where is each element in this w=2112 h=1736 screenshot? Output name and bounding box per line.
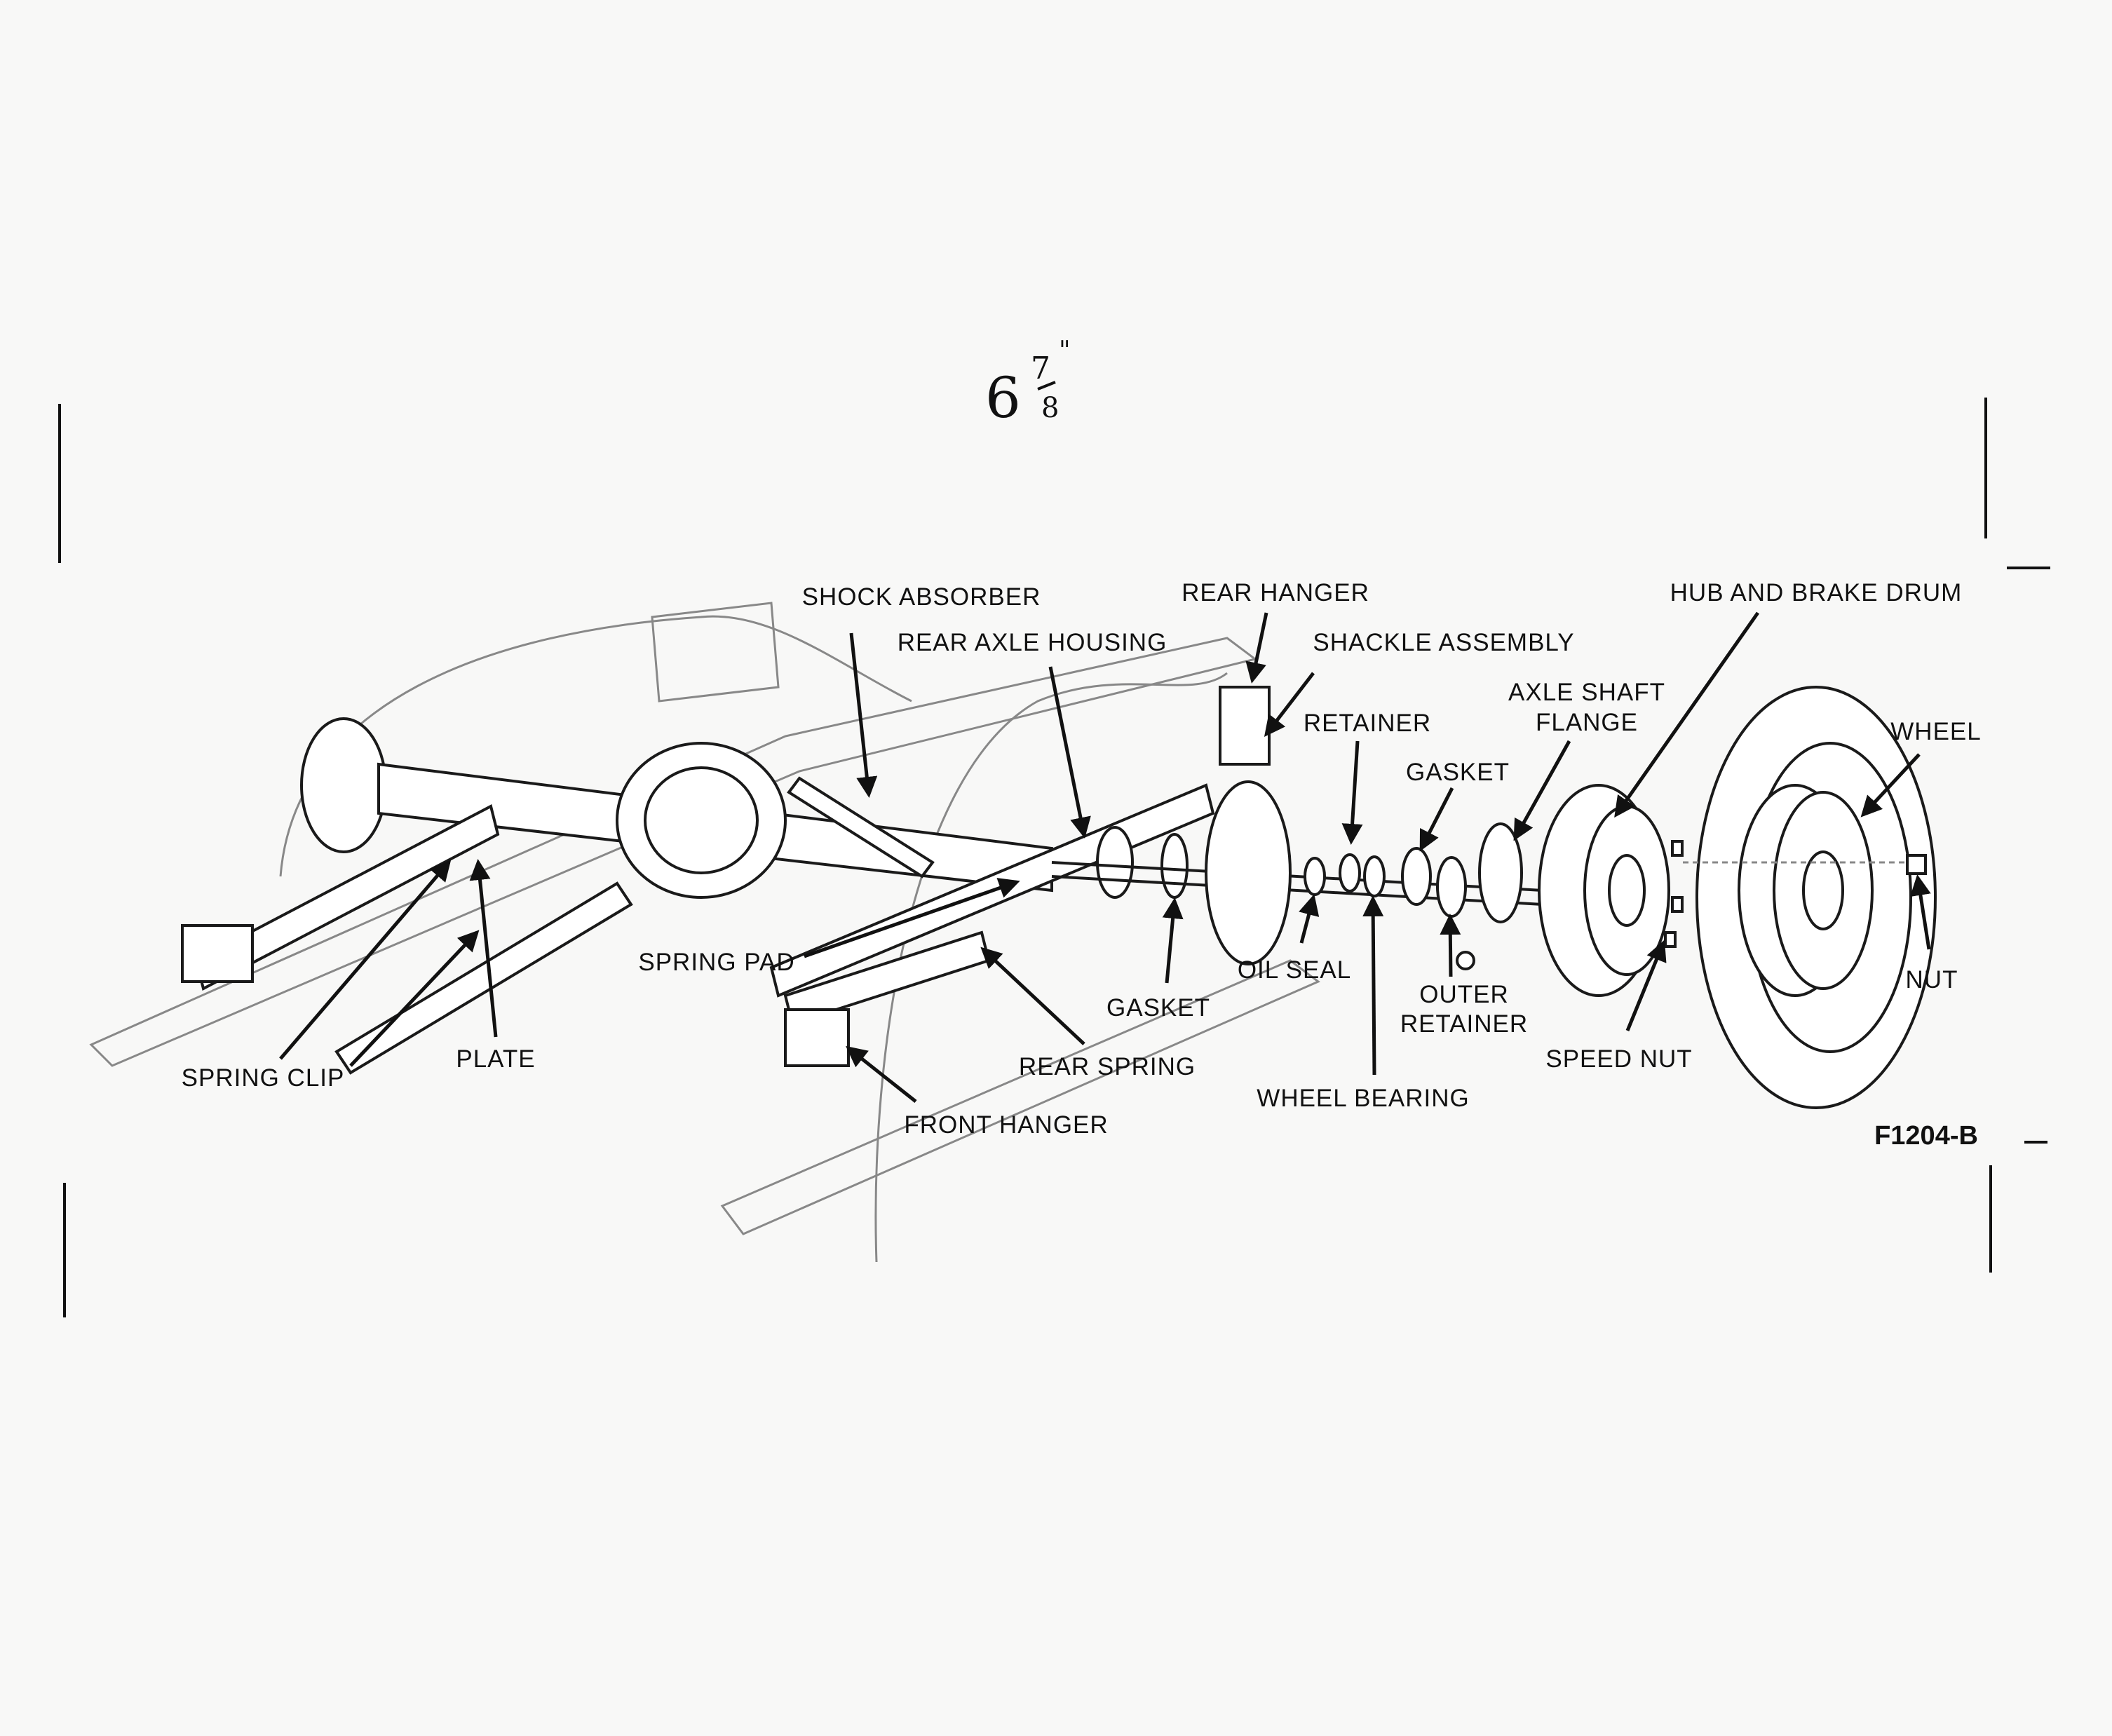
- label-shackle-assembly: SHACKLE ASSEMBLY: [1264, 629, 1574, 737]
- svg-text:6: 6: [985, 365, 1021, 430]
- label-hub-and-brake-drum: HUB AND BRAKE DRUM: [1614, 579, 1963, 818]
- svg-text:REAR AXLE HOUSING: REAR AXLE HOUSING: [898, 629, 1167, 656]
- label-speed-nut: SPEED NUT: [1545, 940, 1692, 1073]
- svg-text:HUB AND BRAKE DRUM: HUB AND BRAKE DRUM: [1670, 579, 1963, 606]
- svg-text:GASKET: GASKET: [1406, 759, 1510, 786]
- svg-text:NUT: NUT: [1906, 966, 1958, 994]
- svg-text:SHACKLE ASSEMBLY: SHACKLE ASSEMBLY: [1313, 629, 1574, 656]
- label-rear-axle-housing: REAR AXLE HOUSING: [898, 629, 1167, 839]
- svg-text:FRONT HANGER: FRONT HANGER: [904, 1111, 1108, 1139]
- svg-text:7: 7: [1031, 351, 1050, 386]
- svg-text:WHEEL BEARING: WHEEL BEARING: [1257, 1085, 1469, 1112]
- svg-text:REAR SPRING: REAR SPRING: [1019, 1053, 1196, 1080]
- label-wheel-bearing: WHEEL BEARING: [1257, 895, 1469, 1112]
- svg-text:PLATE: PLATE: [456, 1045, 535, 1073]
- axle-assembly: [181, 686, 1937, 1109]
- svg-text:OUTER: OUTER: [1419, 981, 1509, 1008]
- svg-text:SPRING PAD: SPRING PAD: [638, 949, 794, 976]
- svg-text:GASKET: GASKET: [1106, 994, 1210, 1022]
- handwritten-size-note: 6 7 8 ": [985, 337, 1071, 430]
- svg-text:RETAINER: RETAINER: [1304, 710, 1431, 737]
- label-oil-seal: OIL SEAL: [1238, 894, 1351, 984]
- label-nut: NUT: [1906, 874, 1958, 994]
- svg-text:WHEEL: WHEEL: [1890, 718, 1981, 745]
- label-rear-hanger: REAR HANGER: [1182, 579, 1369, 684]
- svg-text:RETAINER: RETAINER: [1400, 1010, 1528, 1038]
- label-spring-clip: SPRING CLIP: [182, 860, 480, 1092]
- svg-text:OIL SEAL: OIL SEAL: [1238, 956, 1351, 984]
- svg-text:SPRING CLIP: SPRING CLIP: [182, 1064, 345, 1092]
- label-gasket-inner: GASKET: [1106, 897, 1210, 1022]
- label-axle-shaft-flange: AXLE SHAFT FLANGE: [1508, 679, 1665, 841]
- label-retainer: RETAINER: [1304, 710, 1431, 845]
- label-gasket-outer: GASKET: [1406, 759, 1510, 852]
- svg-text:SPEED NUT: SPEED NUT: [1545, 1045, 1692, 1073]
- label-spring-pad: SPRING PAD: [638, 878, 1020, 976]
- svg-text:AXLE SHAFT: AXLE SHAFT: [1508, 679, 1665, 706]
- crop-marks: [58, 398, 2050, 1317]
- svg-text:8: 8: [1041, 392, 1059, 424]
- svg-text:FLANGE: FLANGE: [1536, 709, 1638, 736]
- label-plate: PLATE: [456, 859, 535, 1073]
- label-wheel: WHEEL: [1860, 718, 1981, 818]
- label-shock-absorber: SHOCK ABSORBER: [802, 583, 1041, 798]
- svg-text:REAR HANGER: REAR HANGER: [1182, 579, 1369, 606]
- label-rear-spring: REAR SPRING: [980, 947, 1196, 1080]
- label-outer-retainer: OUTER RETAINER: [1400, 914, 1528, 1038]
- svg-text:": ": [1059, 337, 1071, 365]
- figure-number: F1204-B: [1874, 1121, 1978, 1151]
- label-front-hanger: FRONT HANGER: [846, 1045, 1108, 1139]
- svg-text:SHOCK ABSORBER: SHOCK ABSORBER: [802, 583, 1041, 611]
